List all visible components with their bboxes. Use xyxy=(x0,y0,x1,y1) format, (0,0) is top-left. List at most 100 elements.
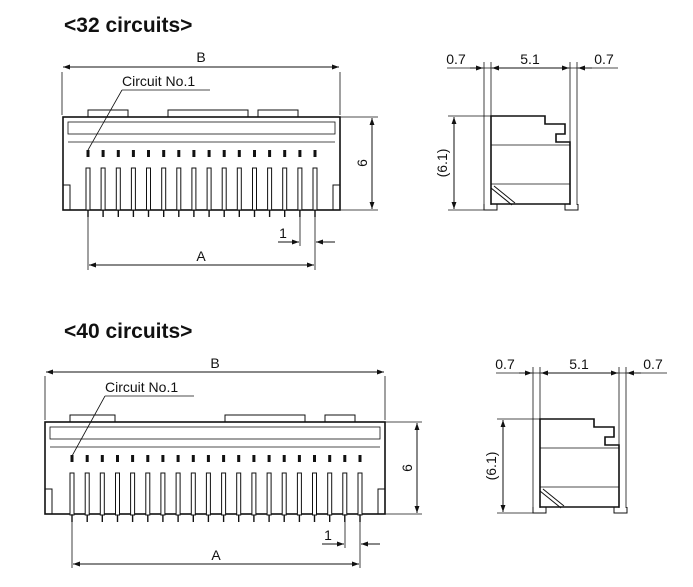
c40-lower-contact xyxy=(296,472,302,516)
c32-lower-contact xyxy=(161,167,167,211)
c40-lower-contact xyxy=(84,472,90,516)
c40-lower-contact xyxy=(205,472,211,516)
c40-lower-contact xyxy=(115,472,120,516)
c32-lower-contact xyxy=(236,167,242,211)
c40-lower-contact xyxy=(69,472,75,516)
c40-upper-contact xyxy=(282,455,286,462)
c40-lower-contact xyxy=(342,472,348,516)
c32-lower-contact xyxy=(130,167,136,211)
c32-lower-contact xyxy=(221,167,227,211)
c32-lower-contact xyxy=(85,167,91,211)
c40-lower-contact xyxy=(145,472,151,516)
c40-lower-contact xyxy=(160,472,166,516)
side-profile-32 xyxy=(490,115,571,205)
c32-upper-contact xyxy=(101,150,105,157)
c40-lower-contact xyxy=(327,472,333,516)
c40-lower-contact xyxy=(221,472,227,516)
side-mid-label-40: 5.1 xyxy=(569,356,589,372)
side-mid-label-32: 5.1 xyxy=(520,51,540,67)
c40-upper-contact xyxy=(297,455,301,462)
c32-lower-contact xyxy=(282,167,288,211)
c32-lower-contact xyxy=(115,167,121,211)
dim-height-label-40: 6 xyxy=(399,464,415,472)
c40-upper-contact xyxy=(267,455,271,462)
side-view-32: 0.7 5.1 0.7 (6.1) xyxy=(434,51,618,211)
circuit-label-40: Circuit No.1 xyxy=(105,379,178,395)
c40-upper-contact xyxy=(100,455,104,462)
side-left-label-40: 0.7 xyxy=(495,356,515,372)
side-height-label-40: (6.1) xyxy=(483,452,499,481)
circuit-label-32: Circuit No.1 xyxy=(122,73,195,89)
c40-lower-contact xyxy=(99,472,105,516)
dim-b-label-32: B xyxy=(196,49,205,65)
dim-a-label-32: A xyxy=(196,248,206,264)
c32-lower-contact xyxy=(191,167,197,211)
c40-upper-contact xyxy=(252,455,256,462)
c32-upper-contact xyxy=(207,150,211,157)
c40-lower-contact xyxy=(312,472,317,516)
c32-upper-contact xyxy=(192,150,196,157)
c32-upper-contact xyxy=(131,150,135,157)
c40-lower-contact xyxy=(357,472,363,516)
c32-lower-contact xyxy=(176,167,182,211)
c40-lower-contact xyxy=(266,472,272,516)
c32-upper-contact xyxy=(86,150,90,157)
c32-lower-contact xyxy=(267,167,273,211)
c40-upper-contact xyxy=(191,455,195,462)
side-right-label-40: 0.7 xyxy=(643,356,663,372)
c40-upper-contact xyxy=(343,455,347,462)
c40-upper-contact xyxy=(206,455,210,462)
c40-upper-contact xyxy=(358,455,362,462)
c32-upper-contact xyxy=(268,150,272,157)
c32-lower-contact xyxy=(206,167,212,211)
c32-upper-contact xyxy=(298,150,302,157)
c40-upper-contact xyxy=(161,455,165,462)
connector-body-32 xyxy=(62,109,341,217)
c32-upper-contact xyxy=(162,150,166,157)
c40-upper-contact xyxy=(131,455,135,462)
c32-lower-contact xyxy=(252,167,257,211)
side-view-40: 0.7 5.1 0.7 (6.1) xyxy=(483,356,667,514)
dim-a-label-40: A xyxy=(211,547,221,563)
circuit-leader-32 xyxy=(87,89,123,151)
pin-row-32 xyxy=(85,150,318,217)
c32-upper-contact xyxy=(283,150,287,157)
c32-upper-contact xyxy=(313,150,317,157)
c32-upper-contact xyxy=(237,150,241,157)
dim-b-label-40: B xyxy=(210,355,219,371)
front-view-40: B Circuit No.1 6 A 1 xyxy=(44,355,422,568)
c40-lower-contact xyxy=(251,472,257,516)
section-2-heading: <40 circuits> xyxy=(64,320,193,343)
c32-upper-contact xyxy=(177,150,181,157)
c40-lower-contact xyxy=(175,472,181,516)
side-height-label-32: (6.1) xyxy=(434,149,450,178)
c40-upper-contact xyxy=(222,455,226,462)
c40-upper-contact xyxy=(328,455,332,462)
c32-upper-contact xyxy=(116,150,120,157)
c32-lower-contact xyxy=(312,167,318,211)
c40-upper-contact xyxy=(70,455,74,462)
c40-upper-contact xyxy=(116,455,119,462)
c32-lower-contact xyxy=(146,167,151,211)
front-view-32: B Circuit No.1 6 A 1 xyxy=(61,49,378,270)
c40-upper-contact xyxy=(313,455,316,462)
c40-lower-contact xyxy=(281,472,287,516)
c32-upper-contact xyxy=(253,150,256,157)
c40-upper-contact xyxy=(237,455,241,462)
c32-upper-contact xyxy=(147,150,150,157)
c40-lower-contact xyxy=(190,472,196,516)
dim-pitch-label-40: 1 xyxy=(324,527,332,543)
dim-pitch-label-32: 1 xyxy=(279,225,287,241)
c40-lower-contact xyxy=(130,472,136,516)
dim-height-label-32: 6 xyxy=(354,159,370,167)
c32-upper-contact xyxy=(222,150,226,157)
side-profile-40 xyxy=(539,418,620,508)
c40-upper-contact xyxy=(176,455,180,462)
c32-lower-contact xyxy=(297,167,303,211)
connector-body-40 xyxy=(44,414,386,522)
pin-row-40 xyxy=(69,455,363,522)
c40-upper-contact xyxy=(146,455,150,462)
side-left-label-32: 0.7 xyxy=(446,51,466,67)
side-right-label-32: 0.7 xyxy=(594,51,614,67)
